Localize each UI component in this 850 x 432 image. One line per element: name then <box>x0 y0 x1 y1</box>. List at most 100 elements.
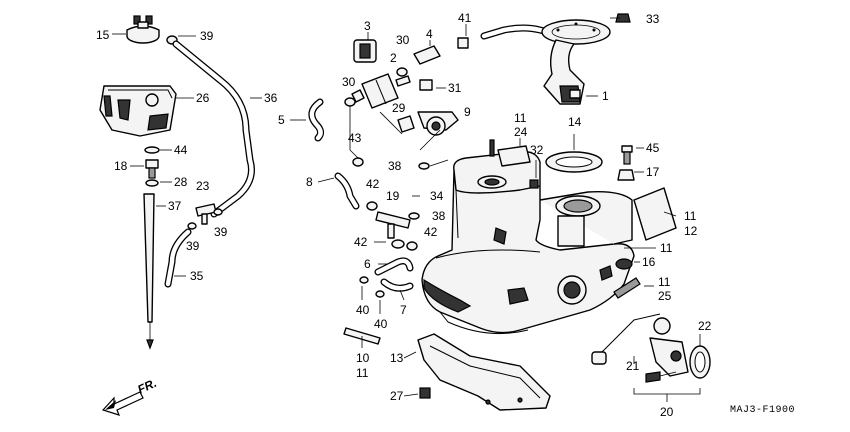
callout-11: 11 <box>660 241 673 255</box>
callout-6: 6 <box>364 257 371 271</box>
callout-27: 27 <box>390 389 404 403</box>
callout-11: 11 <box>356 366 369 380</box>
rubber-strip <box>613 277 641 299</box>
hose-clip <box>375 290 385 298</box>
callout-21: 21 <box>626 359 640 373</box>
cushion <box>615 258 633 270</box>
callout-37: 37 <box>168 199 182 213</box>
fuel-hose <box>374 257 414 276</box>
callout-5: 5 <box>278 113 285 127</box>
callout-43: 43 <box>348 131 362 145</box>
filter-mount-rubber <box>353 39 377 63</box>
callout-31: 31 <box>448 81 462 95</box>
callout-44: 44 <box>174 143 188 157</box>
breather-tube <box>172 40 255 218</box>
callout-39: 39 <box>200 29 214 43</box>
callout-39: 39 <box>186 239 200 253</box>
callout-41: 41 <box>458 11 472 25</box>
callout-14: 14 <box>568 115 582 129</box>
filler-tray <box>99 85 177 137</box>
callout-25: 25 <box>658 289 672 303</box>
callout-42: 42 <box>354 235 368 249</box>
callout-12: 12 <box>684 224 698 238</box>
callout-29: 29 <box>392 101 406 115</box>
callout-13: 13 <box>390 351 404 365</box>
callout-10: 10 <box>356 351 370 365</box>
callout-8: 8 <box>306 175 313 189</box>
flange-nut <box>615 13 631 23</box>
callout-1: 1 <box>602 89 609 103</box>
rubber-pad <box>489 139 531 167</box>
fuel-hose <box>380 278 414 292</box>
o-ring <box>144 146 160 154</box>
callout-30: 30 <box>396 33 410 47</box>
washer <box>145 179 159 187</box>
callout-45: 45 <box>646 141 660 155</box>
drain-tube <box>143 193 155 350</box>
callout-16: 16 <box>642 255 656 269</box>
overflow-tube <box>164 228 192 288</box>
fuel-hose <box>413 45 441 65</box>
callout-15: 15 <box>96 28 110 42</box>
filler-cap <box>126 15 160 44</box>
callout-26: 26 <box>196 91 210 105</box>
bolt <box>529 179 539 189</box>
hose-clip <box>366 201 378 211</box>
hose-clip <box>344 97 356 107</box>
callout-22: 22 <box>698 319 712 333</box>
heat-guard <box>417 333 551 411</box>
callout-38: 38 <box>388 159 402 173</box>
hose-clip <box>408 212 420 220</box>
callout-34: 34 <box>430 189 444 203</box>
fuel-valve <box>417 111 459 136</box>
front-direction-arrow: FR. <box>101 376 159 416</box>
hose-clip <box>391 239 405 249</box>
hose-clip <box>213 208 223 216</box>
callout-33: 33 <box>646 12 660 26</box>
hose-clip <box>457 37 469 49</box>
bolt <box>419 387 431 399</box>
leader-lines <box>112 17 701 397</box>
hose-clip <box>359 276 369 284</box>
fuel-level-sensor <box>591 313 689 383</box>
callout-30: 30 <box>342 75 356 89</box>
callout-24: 24 <box>514 125 528 139</box>
callout-11: 11 <box>684 209 697 223</box>
hose-clip <box>396 67 408 77</box>
hose-clip <box>406 241 418 251</box>
hose-clip <box>187 222 197 230</box>
callout-3: 3 <box>364 19 371 33</box>
callout-40: 40 <box>374 317 388 331</box>
callout-23: 23 <box>196 179 210 193</box>
drain-bolt <box>145 159 159 179</box>
callout-17: 17 <box>646 165 660 179</box>
fuel-hose <box>308 98 325 142</box>
hose-joint <box>419 79 433 91</box>
fuel-pump <box>541 19 611 105</box>
callout-9: 9 <box>464 105 471 119</box>
callout-2: 2 <box>390 51 397 65</box>
pump-gasket <box>545 151 603 173</box>
hose-clip <box>352 157 364 167</box>
sensor-ring-nut <box>689 345 711 379</box>
callout-35: 35 <box>190 269 204 283</box>
callout-40: 40 <box>356 303 370 317</box>
fuel-tank <box>421 151 635 335</box>
cap-nut <box>617 169 635 181</box>
callout-4: 4 <box>426 27 433 41</box>
callout-7: 7 <box>400 303 407 317</box>
callout-36: 36 <box>264 91 278 105</box>
callout-28: 28 <box>174 175 188 189</box>
callout-42: 42 <box>424 225 438 239</box>
hose-clip <box>418 162 430 170</box>
callout-19: 19 <box>386 189 400 203</box>
callout-18: 18 <box>114 159 128 173</box>
diagram-code: MAJ3-F1900 <box>730 405 795 416</box>
three-way-joint <box>375 211 411 239</box>
callout-42: 42 <box>366 177 380 191</box>
callout-39: 39 <box>214 225 228 239</box>
rubber-sheet <box>633 187 677 241</box>
hose-clip <box>397 115 415 133</box>
callout-32: 32 <box>530 143 544 157</box>
